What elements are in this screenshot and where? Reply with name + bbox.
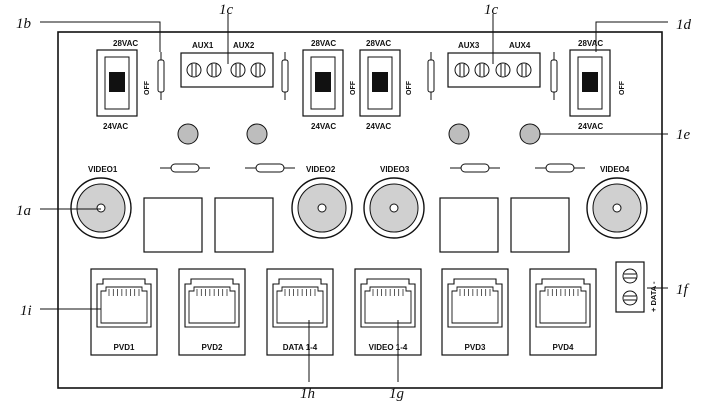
callout-1d: 1d (676, 17, 692, 33)
callout-1a: 1a (16, 203, 31, 219)
switch-4-top-label: 28VAC (578, 39, 603, 48)
switch-3-bottom-label: 24VAC (366, 122, 391, 131)
screw-icon[interactable] (186, 62, 202, 78)
led-indicator-1 (177, 123, 199, 145)
switch-4-bottom-label: 24VAC (578, 122, 603, 131)
rj45-port-label: PVD1 (114, 343, 135, 352)
resistor-3 (450, 163, 500, 173)
callout-1h: 1h (300, 386, 315, 402)
screw-icon[interactable] (454, 62, 470, 78)
switch-3-off-label: OFF (406, 80, 413, 95)
callout-1e: 1e (676, 127, 691, 143)
rj45-port-label: PVD3 (465, 343, 486, 352)
switch-3-top-label: 28VAC (366, 39, 391, 48)
screw-icon[interactable] (250, 62, 266, 78)
rj45-port-pvd4[interactable]: PVD4 (529, 268, 597, 356)
data-terminal-block[interactable]: + DATA - (615, 261, 658, 313)
aux1-label: AUX1 (192, 41, 214, 50)
rj45-port-label: PVD4 (553, 343, 574, 352)
switch-2-bottom-label: 24VAC (311, 122, 336, 131)
voltage-switch-2[interactable]: 28VAC OFF 24VAC (302, 39, 357, 131)
video-connector-1[interactable]: VIDEO1 (70, 165, 132, 239)
rj45-port-label: VIDEO 1-4 (369, 343, 408, 352)
aux4-label: AUX4 (509, 41, 531, 50)
switch-2-top-label: 28VAC (311, 39, 336, 48)
fuse-3 (427, 52, 435, 100)
aux-terminal-block-left[interactable]: AUX1 AUX2 (180, 41, 274, 88)
screw-icon[interactable] (206, 62, 222, 78)
rj45-port-label: PVD2 (202, 343, 223, 352)
video4-label: VIDEO4 (600, 165, 630, 174)
voltage-switch-3[interactable]: 28VAC OFF 24VAC (359, 39, 413, 131)
switch-1-top-label: 28VAC (113, 39, 138, 48)
aux-terminal-block-right[interactable]: AUX3 AUX4 (447, 41, 541, 88)
switch-1-bottom-label: 24VAC (103, 122, 128, 131)
callout-1i: 1i (20, 303, 32, 319)
screw-icon[interactable] (495, 62, 511, 78)
led-indicator-2 (246, 123, 268, 145)
data-terminal-label: + DATA - (649, 281, 658, 312)
component-box-4 (510, 197, 570, 253)
screw-icon[interactable] (516, 62, 532, 78)
callout-1g: 1g (389, 386, 405, 402)
video2-label: VIDEO2 (306, 165, 336, 174)
rj45-port-pvd2[interactable]: PVD2 (178, 268, 246, 356)
component-box-2 (214, 197, 274, 253)
video3-label: VIDEO3 (380, 165, 410, 174)
switch-1-off-label: OFF (144, 80, 151, 95)
rj45-port-pvd1[interactable]: PVD1 (90, 268, 158, 356)
fuse-1 (157, 52, 165, 100)
switch-4-off-label: OFF (619, 80, 626, 95)
resistor-1 (160, 163, 210, 173)
screw-icon[interactable] (474, 62, 490, 78)
rj45-port-data[interactable]: DATA 1-4 (266, 268, 334, 356)
screw-icon[interactable] (622, 268, 638, 284)
resistor-2 (245, 163, 295, 173)
voltage-switch-1[interactable]: 28VAC OFF 24VAC (96, 39, 151, 131)
led-indicator-4 (519, 123, 541, 145)
voltage-switch-4[interactable]: 28VAC OFF 24VAC (569, 39, 626, 131)
video-connector-2[interactable]: VIDEO2 (291, 165, 353, 239)
callout-1f: 1f (676, 282, 690, 298)
aux3-label: AUX3 (458, 41, 480, 50)
screw-icon[interactable] (230, 62, 246, 78)
callout-1c-left: 1c (219, 2, 234, 18)
rj45-port-label: DATA 1-4 (283, 343, 318, 352)
switch-2-off-label: OFF (350, 80, 357, 95)
fuse-2 (281, 52, 289, 100)
rj45-port-video[interactable]: VIDEO 1-4 (354, 268, 422, 356)
video1-label: VIDEO1 (88, 165, 118, 174)
resistor-4 (535, 163, 585, 173)
callout-1b: 1b (16, 16, 32, 32)
screw-icon[interactable] (622, 290, 638, 306)
aux2-label: AUX2 (233, 41, 255, 50)
component-box-1 (143, 197, 203, 253)
video-connector-3[interactable]: VIDEO3 (363, 165, 425, 239)
callout-leaders (40, 14, 668, 382)
component-box-3 (439, 197, 499, 253)
fuse-4 (550, 52, 558, 100)
rj45-port-pvd3[interactable]: PVD3 (441, 268, 509, 356)
led-indicator-3 (448, 123, 470, 145)
video-connector-4[interactable]: VIDEO4 (586, 165, 648, 239)
callout-1c-right: 1c (484, 2, 499, 18)
